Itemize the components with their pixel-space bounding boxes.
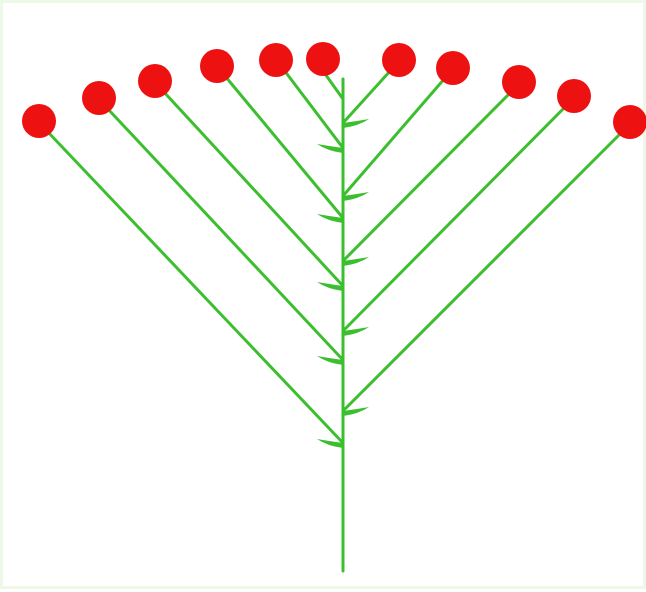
left-pedicel-2 — [107, 108, 343, 360]
left-flower-5 — [259, 43, 293, 77]
right-flower-1 — [382, 43, 416, 77]
terminal-flower — [306, 42, 340, 76]
stems-group — [47, 70, 622, 571]
right-pedicel-4 — [343, 106, 566, 331]
right-pedicel-1 — [343, 70, 391, 123]
left-flower-1 — [22, 104, 56, 138]
left-pedicel-1 — [47, 131, 343, 443]
left-flower-3 — [138, 64, 172, 98]
left-pedicel-3 — [163, 91, 343, 286]
right-flower-4 — [557, 79, 591, 113]
left-pedicel-5 — [284, 70, 343, 148]
right-pedicel-2 — [343, 78, 445, 196]
right-pedicel-3 — [343, 92, 511, 261]
inflorescence-diagram — [3, 3, 646, 592]
flowers-group — [22, 42, 646, 139]
left-bract-5 — [317, 144, 343, 153]
right-flower-5 — [613, 105, 646, 139]
left-flower-2 — [82, 81, 116, 115]
right-pedicel-5 — [343, 132, 622, 411]
right-flower-2 — [436, 51, 470, 85]
left-flower-4 — [200, 49, 234, 83]
right-flower-3 — [502, 65, 536, 99]
